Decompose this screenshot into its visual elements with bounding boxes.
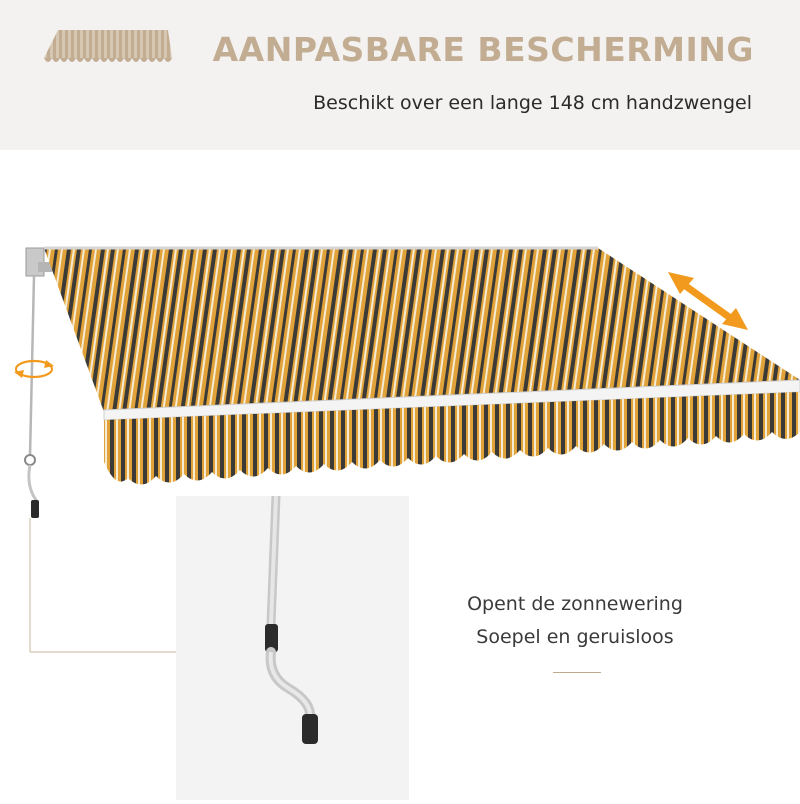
caption-line-1: Opent de zonnewering	[467, 593, 683, 615]
awning-valance	[104, 392, 800, 485]
crank-rod	[28, 275, 36, 457]
header-banner: AANPASBARE BESCHERMING Beschikt over een…	[0, 0, 800, 150]
crank-handle-small	[31, 500, 39, 518]
front-bar	[103, 379, 800, 421]
crank-detail-inset	[176, 491, 409, 800]
caption-line-2: Soepel en geruisloos	[476, 626, 674, 648]
crank-detail-illustration	[265, 491, 318, 744]
double-arrow-icon	[668, 272, 748, 330]
caption-divider	[553, 672, 601, 673]
awning-canopy	[44, 248, 800, 412]
awning-logo-icon	[44, 30, 172, 62]
crank-grip-upper	[265, 624, 278, 652]
feature-caption: Opent de zonnewering Soepel en geruisloo…	[440, 588, 710, 654]
page-subtitle: Beschikt over een lange 148 cm handzweng…	[313, 92, 752, 114]
page-title: AANPASBARE BESCHERMING	[212, 30, 754, 69]
rotate-icon	[14, 359, 54, 379]
crank-grip-lower	[302, 714, 318, 744]
